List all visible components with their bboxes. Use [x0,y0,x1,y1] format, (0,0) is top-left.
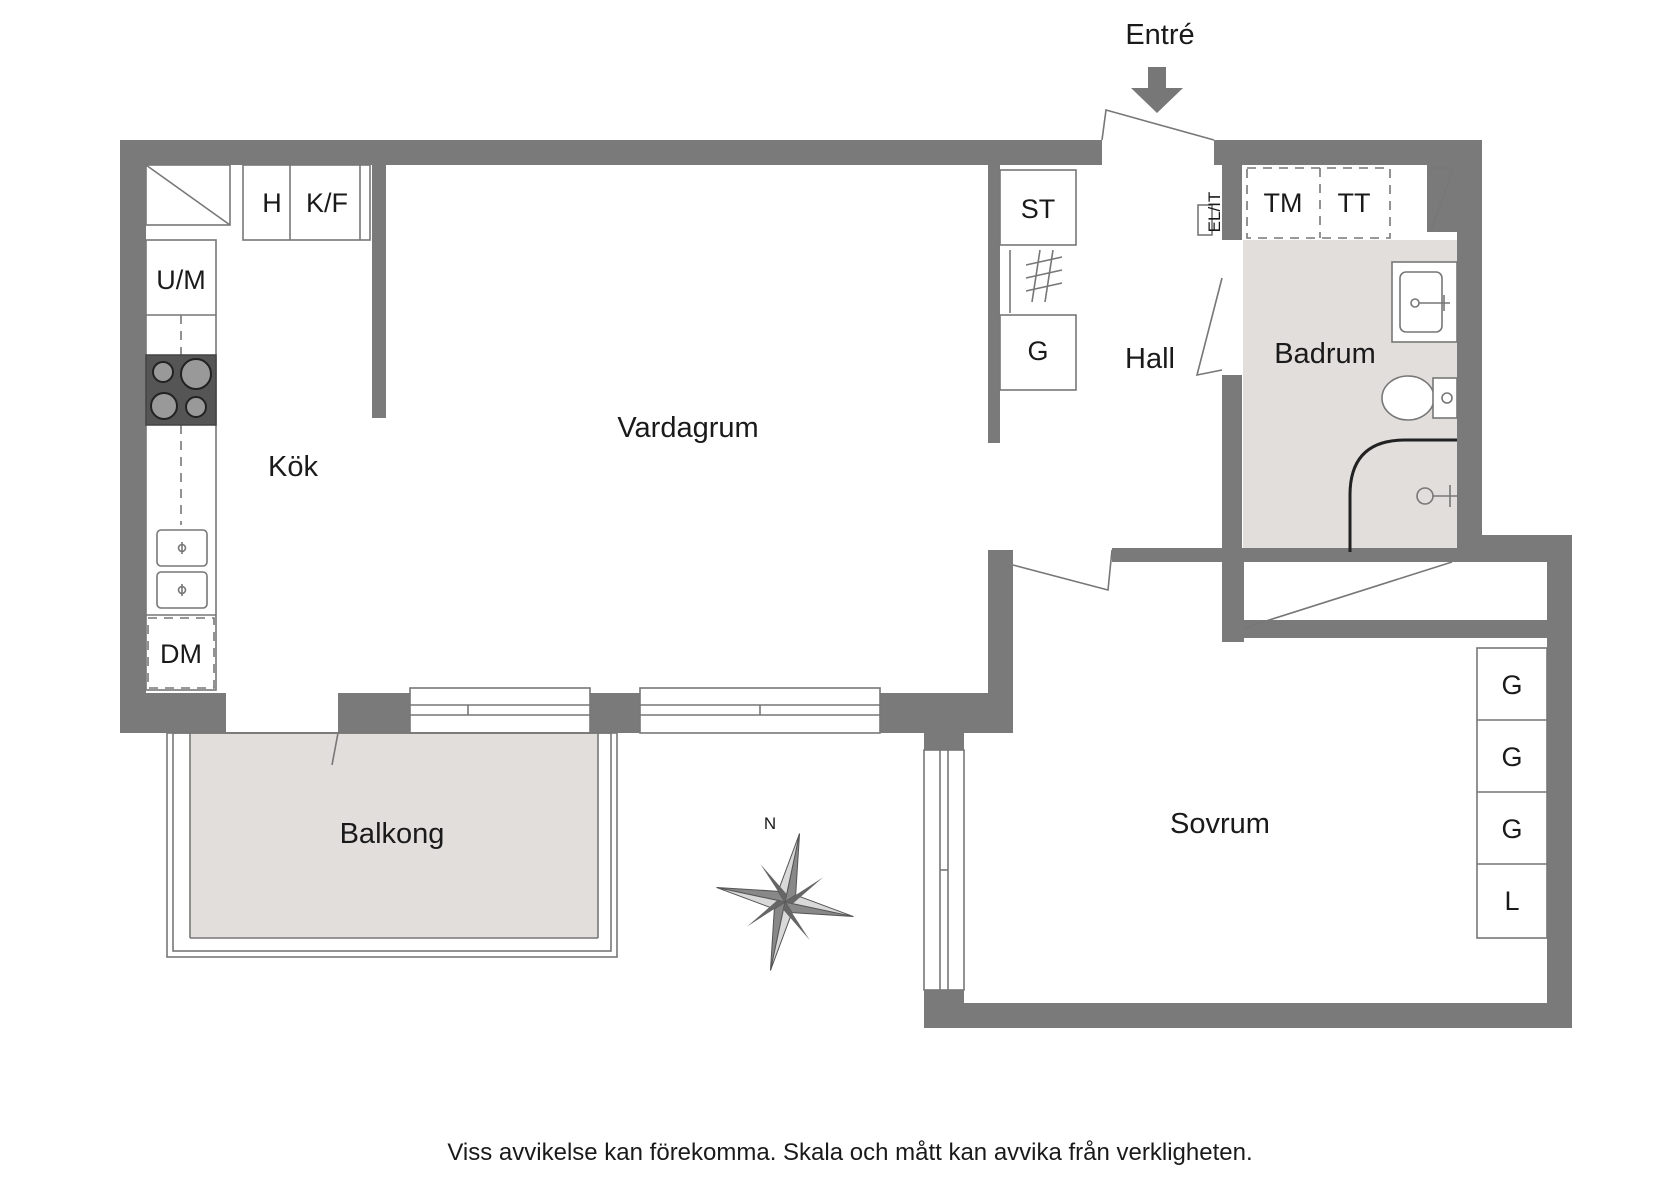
disclaimer-text: Viss avvikelse kan förekomma. Skala och … [447,1139,1252,1166]
fixture-st-label: ST [1021,194,1056,224]
living-room-label: Vardagrum [617,412,758,444]
fixture-um-label: U/M [156,265,206,295]
bathroom-label: Badrum [1274,338,1376,370]
kitchen-label: Kök [268,451,318,483]
window-living-right [639,687,881,734]
stove [145,354,217,426]
entrance-door [1101,108,1215,141]
balcony-label: Balkong [340,818,445,850]
washbasin [1391,261,1458,343]
bathroom-fixtures [1197,167,1458,552]
fixture-tm-label: TM [1264,188,1303,218]
fixture-tt-label: TT [1338,188,1371,218]
shower [1348,438,1457,552]
kitchen-sink [156,529,208,609]
balcony-door [225,732,339,766]
fixture-g-hall-label: G [1027,336,1048,366]
bedroom-door [1012,549,1113,592]
balcony-railing [166,732,618,958]
hall-label: Hall [1125,343,1175,375]
balcony-floor [190,733,598,938]
kitchen-counter [145,164,371,691]
hall-storage [999,169,1077,391]
bedroom-label: Sovrum [1170,808,1270,840]
bathroom-door [1195,277,1223,377]
bedroom-wardrobes [1476,647,1548,939]
window-bedroom [923,749,965,991]
wardrobe-label-2: G [1501,742,1522,772]
wardrobe-label-4: L [1504,886,1519,916]
compass-rose-icon [716,833,854,971]
wardrobe-label-3: G [1501,814,1522,844]
fixture-h-label: H [262,188,282,218]
compass-north-label: N [764,814,776,833]
entrance-label: Entré [1125,19,1194,51]
closet-diagonal [1243,561,1453,629]
balcony-door-floor [225,733,338,755]
fixture-el-it-label: EL/IT [1205,192,1224,233]
walls [120,140,1572,1028]
toilet [1381,375,1458,421]
fixture-dm-label: DM [160,639,202,669]
wardrobe-label-1: G [1501,670,1522,700]
entrance-arrow-icon [1131,67,1183,113]
fixture-kf-label: K/F [306,188,348,218]
window-living-left [409,687,591,734]
